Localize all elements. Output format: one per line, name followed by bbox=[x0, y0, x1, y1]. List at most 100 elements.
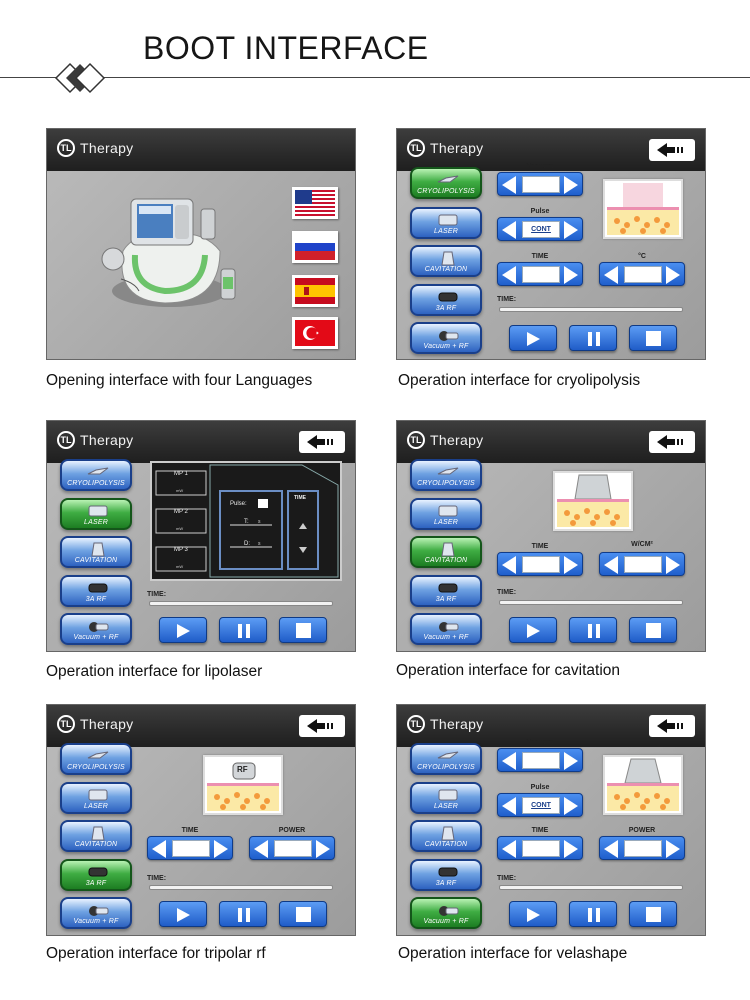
temperature-control[interactable] bbox=[599, 262, 685, 286]
stop-button[interactable] bbox=[279, 617, 327, 643]
increase-arrow-icon[interactable] bbox=[214, 840, 228, 858]
language-english-button[interactable] bbox=[292, 187, 338, 219]
pause-button[interactable] bbox=[569, 901, 617, 927]
power-control[interactable] bbox=[599, 836, 685, 860]
time-value-field[interactable] bbox=[522, 840, 560, 857]
vacuum-control[interactable] bbox=[497, 748, 583, 772]
language-turkish-button[interactable] bbox=[292, 317, 338, 349]
increase-arrow-icon[interactable] bbox=[666, 266, 680, 284]
increase-arrow-icon[interactable] bbox=[564, 797, 578, 815]
mode-3a-rf-button[interactable]: 3A RF bbox=[60, 575, 132, 607]
mode-cavitation-button[interactable]: CAVITATION bbox=[410, 536, 482, 568]
play-button[interactable] bbox=[159, 901, 207, 927]
mode-vacuum-rf-button[interactable]: Vacuum + RF bbox=[410, 322, 482, 354]
increase-arrow-icon[interactable] bbox=[564, 221, 578, 239]
power-control[interactable] bbox=[249, 836, 335, 860]
mode-laser-button[interactable]: LASER bbox=[60, 782, 132, 814]
mode-3a-rf-button[interactable]: 3A RF bbox=[410, 284, 482, 316]
back-button[interactable] bbox=[299, 715, 345, 737]
decrease-arrow-icon[interactable] bbox=[502, 840, 516, 858]
mode-cavitation-button[interactable]: CAVITATION bbox=[60, 820, 132, 852]
time-value-field[interactable] bbox=[522, 266, 560, 283]
play-button[interactable] bbox=[159, 617, 207, 643]
time-control[interactable] bbox=[147, 836, 233, 860]
decrease-arrow-icon[interactable] bbox=[502, 266, 516, 284]
time-value-field[interactable] bbox=[172, 840, 210, 857]
increase-arrow-icon[interactable] bbox=[564, 266, 578, 284]
increase-arrow-icon[interactable] bbox=[666, 556, 680, 574]
mode-vacuum-rf-button[interactable]: Vacuum + RF bbox=[410, 613, 482, 645]
mode-cryolipolysis-button[interactable]: CRYOLIPOLYSIS bbox=[60, 743, 132, 775]
mode-3a-rf-button[interactable]: 3A RF bbox=[410, 859, 482, 891]
play-button[interactable] bbox=[509, 617, 557, 643]
mode-laser-button[interactable]: LASER bbox=[410, 782, 482, 814]
decrease-arrow-icon[interactable] bbox=[502, 176, 516, 194]
power-value-field[interactable] bbox=[274, 840, 312, 857]
decrease-arrow-icon[interactable] bbox=[254, 840, 268, 858]
stop-button[interactable] bbox=[629, 901, 677, 927]
increase-arrow-icon[interactable] bbox=[666, 840, 680, 858]
mode-cryolipolysis-button[interactable]: CRYOLIPOLYSIS bbox=[410, 167, 482, 199]
increase-arrow-icon[interactable] bbox=[564, 752, 578, 770]
decrease-arrow-icon[interactable] bbox=[604, 266, 618, 284]
back-button[interactable] bbox=[299, 431, 345, 453]
back-button[interactable] bbox=[649, 139, 695, 161]
mode-cryolipolysis-button[interactable]: CRYOLIPOLYSIS bbox=[60, 459, 132, 491]
vacuum-control[interactable] bbox=[497, 172, 583, 196]
power-value-field[interactable] bbox=[624, 840, 662, 857]
pause-button[interactable] bbox=[219, 901, 267, 927]
language-russian-button[interactable] bbox=[292, 231, 338, 263]
vacuum-value-field[interactable] bbox=[522, 176, 560, 193]
pause-button[interactable] bbox=[569, 325, 617, 351]
stop-button[interactable] bbox=[629, 617, 677, 643]
increase-arrow-icon[interactable] bbox=[316, 840, 330, 858]
mode-cavitation-button[interactable]: CAVITATION bbox=[410, 245, 482, 277]
vacuum-value-field[interactable] bbox=[522, 752, 560, 769]
power-density-value-field[interactable] bbox=[624, 556, 662, 573]
stop-icon bbox=[646, 623, 661, 638]
mode-cryolipolysis-button[interactable]: CRYOLIPOLYSIS bbox=[410, 459, 482, 491]
decrease-arrow-icon[interactable] bbox=[502, 752, 516, 770]
decrease-arrow-icon[interactable] bbox=[152, 840, 166, 858]
time-value-field[interactable] bbox=[522, 556, 560, 573]
back-button[interactable] bbox=[649, 431, 695, 453]
stop-button[interactable] bbox=[279, 901, 327, 927]
mode-cryolipolysis-button[interactable]: CRYOLIPOLYSIS bbox=[410, 743, 482, 775]
mode-cavitation-button[interactable]: CAVITATION bbox=[410, 820, 482, 852]
play-button[interactable] bbox=[509, 325, 557, 351]
pause-button[interactable] bbox=[569, 617, 617, 643]
mode-laser-button[interactable]: LASER bbox=[410, 498, 482, 530]
temperature-value-field[interactable] bbox=[624, 266, 662, 283]
decrease-arrow-icon[interactable] bbox=[604, 556, 618, 574]
pause-button[interactable] bbox=[219, 617, 267, 643]
time-control[interactable] bbox=[497, 836, 583, 860]
time-control[interactable] bbox=[497, 262, 583, 286]
time-control[interactable] bbox=[497, 552, 583, 576]
mode-cavitation-button[interactable]: CAVITATION bbox=[60, 536, 132, 568]
decrease-arrow-icon[interactable] bbox=[502, 556, 516, 574]
mode-3a-rf-button[interactable]: 3A RF bbox=[60, 859, 132, 891]
pulse-control[interactable]: CONT bbox=[497, 793, 583, 817]
language-spanish-button[interactable] bbox=[292, 275, 338, 307]
power-density-control[interactable] bbox=[599, 552, 685, 576]
back-button[interactable] bbox=[649, 715, 695, 737]
decrease-arrow-icon[interactable] bbox=[502, 797, 516, 815]
pulse-checkbox[interactable] bbox=[258, 499, 268, 508]
mode-vacuum-rf-button[interactable]: Vacuum + RF bbox=[410, 897, 482, 929]
mode-3a-rf-button[interactable]: 3A RF bbox=[410, 575, 482, 607]
play-icon bbox=[177, 624, 190, 638]
stop-button[interactable] bbox=[629, 325, 677, 351]
mode-vacuum-rf-button[interactable]: Vacuum + RF bbox=[60, 897, 132, 929]
mode-vacuum-rf-button[interactable]: Vacuum + RF bbox=[60, 613, 132, 645]
pulse-mode-field[interactable]: CONT bbox=[522, 221, 560, 238]
increase-arrow-icon[interactable] bbox=[564, 840, 578, 858]
pulse-control[interactable]: CONT bbox=[497, 217, 583, 241]
mode-laser-button[interactable]: LASER bbox=[410, 207, 482, 239]
increase-arrow-icon[interactable] bbox=[564, 176, 578, 194]
mode-laser-button[interactable]: LASER bbox=[60, 498, 132, 530]
decrease-arrow-icon[interactable] bbox=[502, 221, 516, 239]
pulse-mode-field[interactable]: CONT bbox=[522, 797, 560, 814]
play-button[interactable] bbox=[509, 901, 557, 927]
increase-arrow-icon[interactable] bbox=[564, 556, 578, 574]
decrease-arrow-icon[interactable] bbox=[604, 840, 618, 858]
